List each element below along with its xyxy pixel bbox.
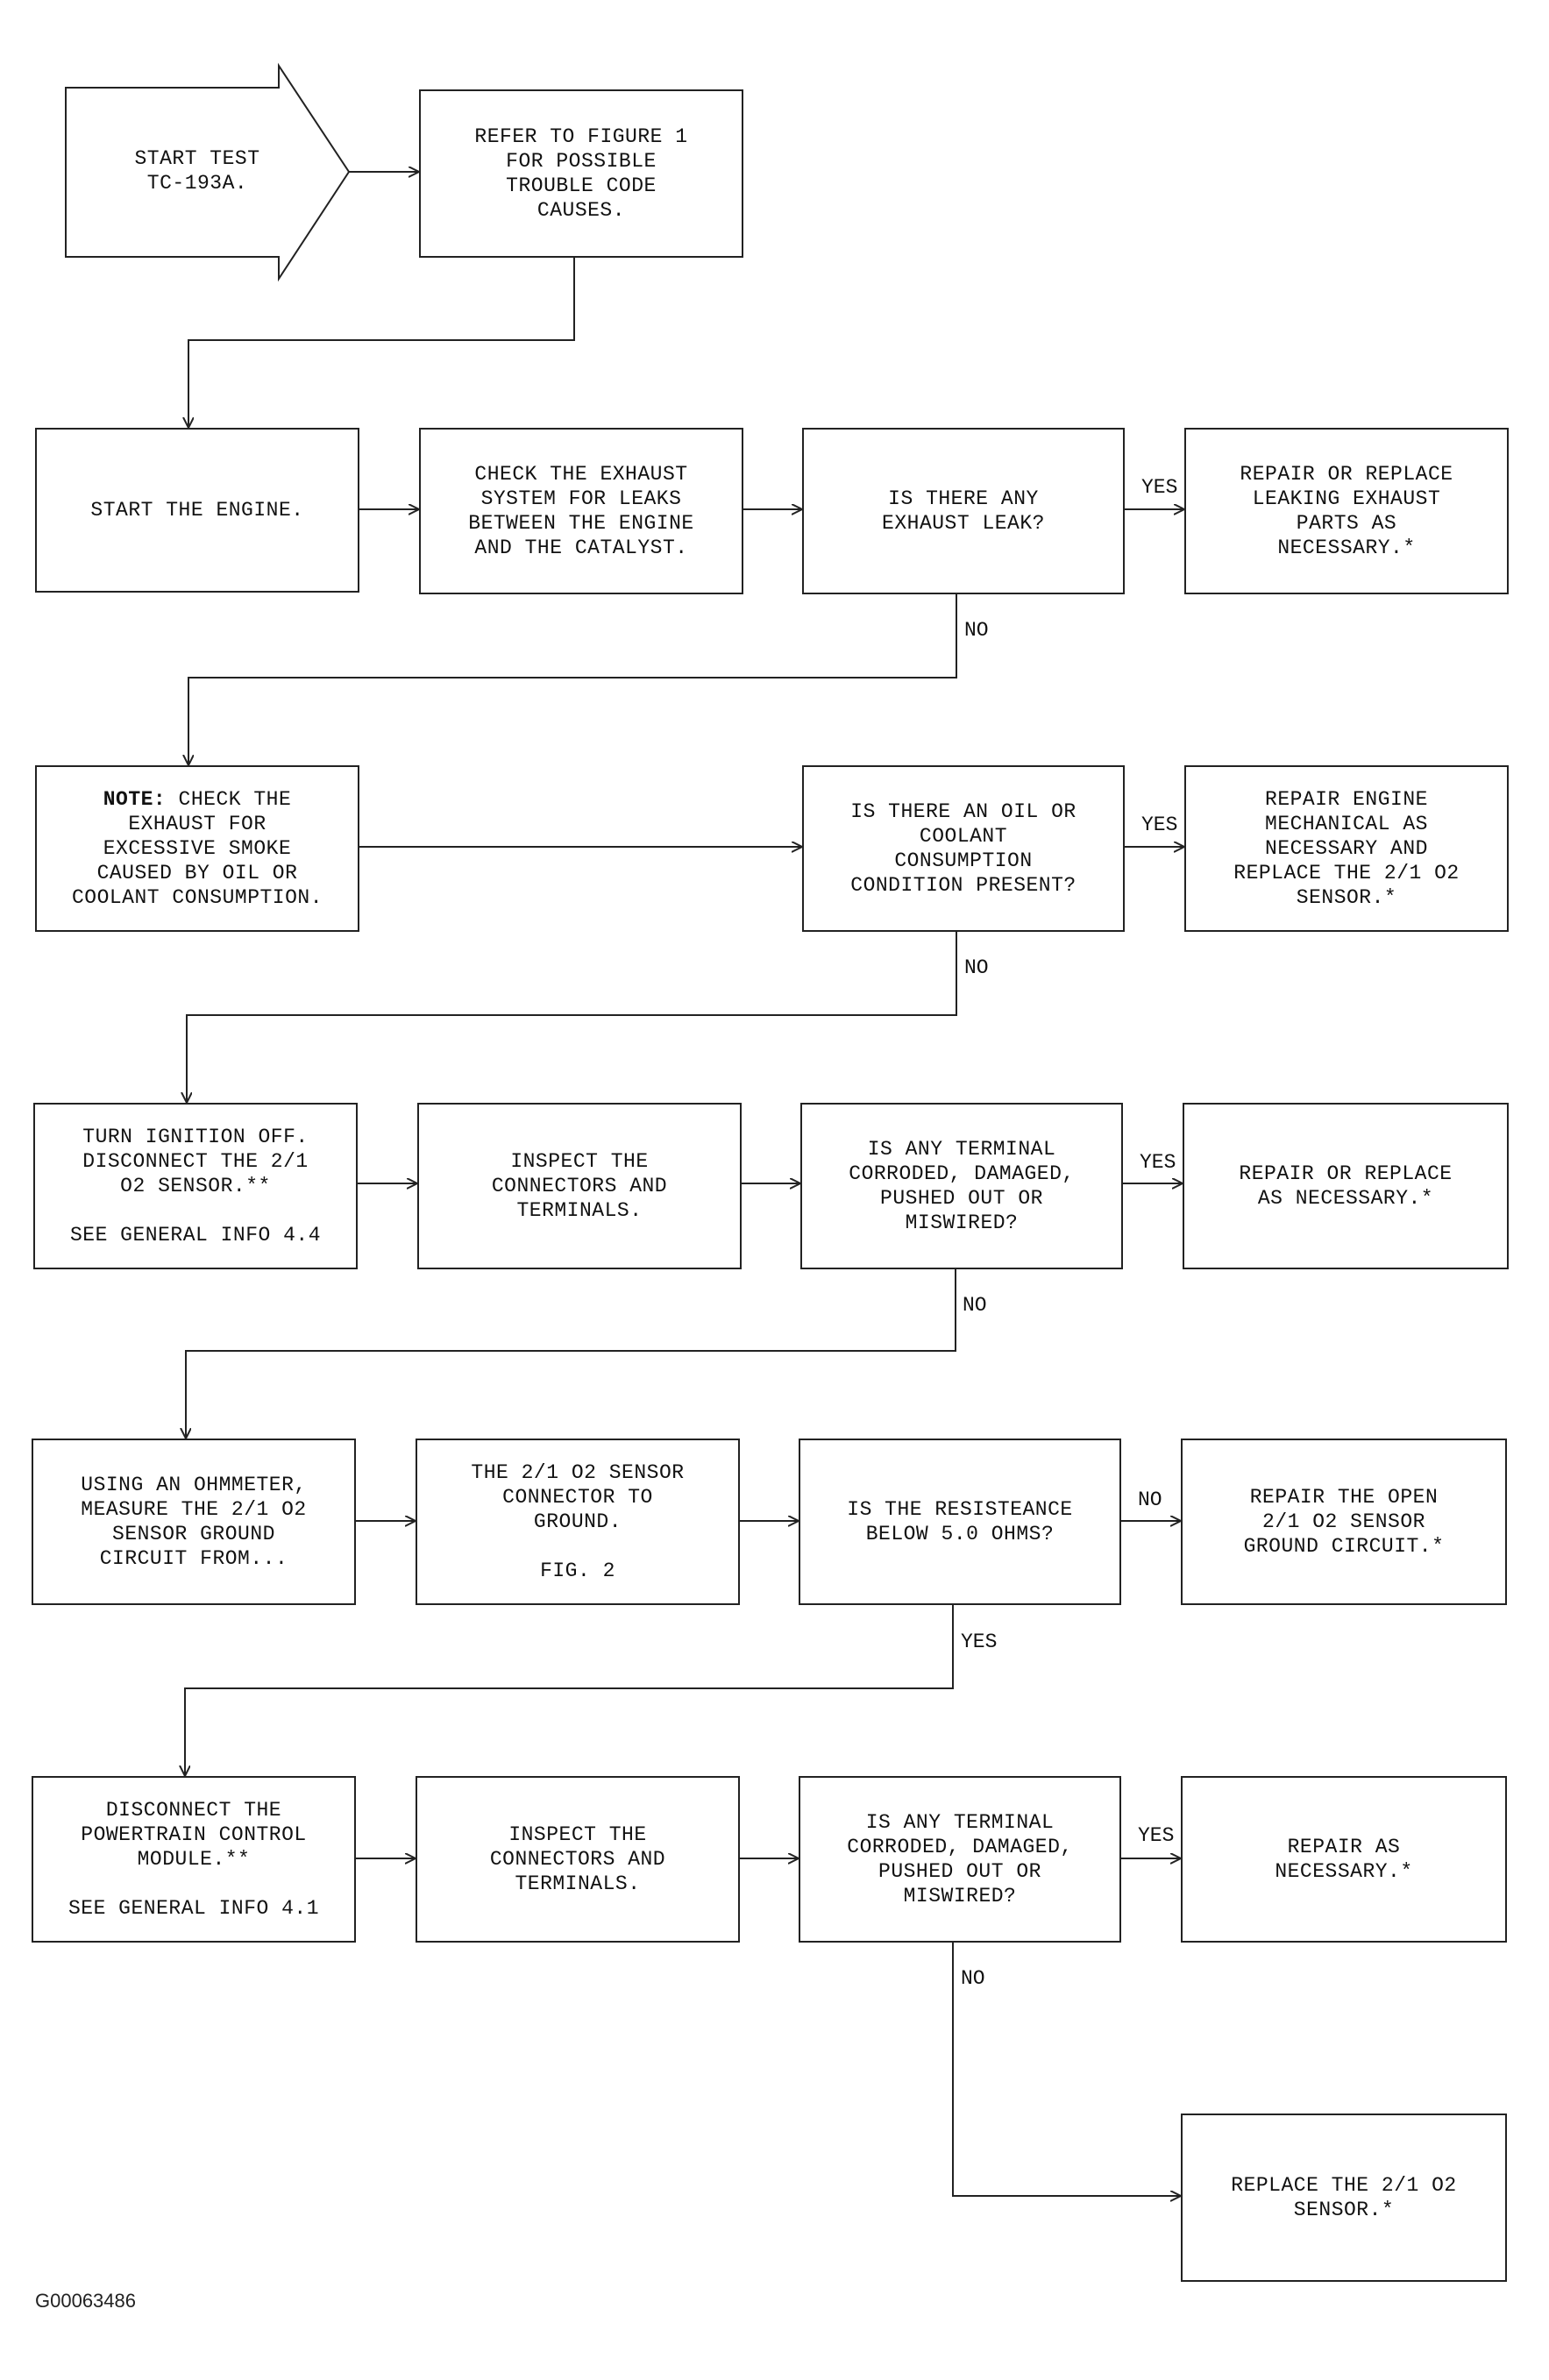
no-label: NO — [964, 619, 989, 642]
disconnect-pcm-box: DISCONNECT THE POWERTRAIN CONTROL MODULE… — [32, 1776, 356, 1943]
replace-sensor-text: REPLACE THE 2/1 O2 SENSOR.* — [1231, 2174, 1457, 2221]
note-text-rest: EXHAUST FOR EXCESSIVE SMOKE CAUSED BY OI… — [71, 813, 323, 909]
note-box: NOTE: CHECK THE EXHAUST FOR EXCESSIVE SM… — [35, 765, 359, 932]
refer-figure-box: REFER TO FIGURE 1 FOR POSSIBLE TROUBLE C… — [419, 89, 743, 258]
start-test-node: START TEST TC-193A. — [101, 105, 294, 237]
repair-engine-text: REPAIR ENGINE MECHANICAL AS NECESSARY AN… — [1233, 788, 1460, 909]
inspect-connectors-box: INSPECT THE CONNECTORS AND TERMINALS. — [416, 1776, 740, 1943]
start-arrow-shape — [65, 62, 351, 282]
ohmmeter-box: USING AN OHMMETER, MEASURE THE 2/1 O2 SE… — [32, 1439, 356, 1605]
yes-label: YES — [1141, 476, 1178, 499]
inspect-connectors-text: INSPECT THE CONNECTORS AND TERMINALS. — [489, 1823, 666, 1895]
note-text-line1: CHECK THE — [166, 788, 292, 811]
ohmmeter-text: USING AN OHMMETER, MEASURE THE 2/1 O2 SE… — [81, 1474, 307, 1570]
repair-replace-box: REPAIR OR REPLACE AS NECESSARY.* — [1183, 1103, 1509, 1269]
repair-as-necessary-text: REPAIR AS NECESSARY.* — [1275, 1836, 1413, 1883]
turn-ignition-text: TURN IGNITION OFF. DISCONNECT THE 2/1 O2… — [69, 1126, 322, 1247]
repair-open-circuit-box: REPAIR THE OPEN 2/1 O2 SENSOR GROUND CIR… — [1181, 1439, 1507, 1605]
repair-exhaust-box: REPAIR OR REPLACE LEAKING EXHAUST PARTS … — [1184, 428, 1509, 594]
repair-replace-text: REPAIR OR REPLACE AS NECESSARY.* — [1239, 1162, 1453, 1210]
repair-open-circuit-text: REPAIR THE OPEN 2/1 O2 SENSOR GROUND CIR… — [1243, 1486, 1445, 1558]
inspect-connectors-box: INSPECT THE CONNECTORS AND TERMINALS. — [417, 1103, 742, 1269]
turn-ignition-box: TURN IGNITION OFF. DISCONNECT THE 2/1 O2… — [33, 1103, 358, 1269]
terminal-question-box: IS ANY TERMINAL CORRODED, DAMAGED, PUSHE… — [799, 1776, 1121, 1943]
no-label: NO — [961, 1967, 985, 1990]
no-label: NO — [964, 956, 989, 979]
repair-as-necessary-box: REPAIR AS NECESSARY.* — [1181, 1776, 1507, 1943]
check-exhaust-text: CHECK THE EXHAUST SYSTEM FOR LEAKS BETWE… — [468, 463, 694, 559]
no-label: NO — [1138, 1488, 1162, 1511]
check-exhaust-box: CHECK THE EXHAUST SYSTEM FOR LEAKS BETWE… — [419, 428, 743, 594]
yes-label: YES — [961, 1630, 998, 1653]
yes-label: YES — [1141, 813, 1178, 836]
sensor-to-ground-box: THE 2/1 O2 SENSOR CONNECTOR TO GROUND. F… — [416, 1439, 740, 1605]
refer-figure-text: REFER TO FIGURE 1 FOR POSSIBLE TROUBLE C… — [474, 125, 688, 222]
exhaust-leak-question-box: IS THERE ANY EXHAUST LEAK? — [802, 428, 1125, 594]
note-label: NOTE: — [103, 788, 167, 811]
no-label: NO — [963, 1294, 987, 1317]
note-text: NOTE: CHECK THE EXHAUST FOR EXCESSIVE SM… — [72, 787, 323, 910]
disconnect-pcm-text: DISCONNECT THE POWERTRAIN CONTROL MODULE… — [68, 1799, 320, 1920]
terminal-question-text: IS ANY TERMINAL CORRODED, DAMAGED, PUSHE… — [849, 1138, 1075, 1234]
start-test-text: START TEST TC-193A. — [134, 147, 260, 195]
start-engine-text: START THE ENGINE. — [90, 499, 304, 522]
figure-id: G00063486 — [35, 2290, 136, 2312]
repair-engine-box: REPAIR ENGINE MECHANICAL AS NECESSARY AN… — [1184, 765, 1509, 932]
yes-label: YES — [1140, 1151, 1176, 1174]
resistance-question-box: IS THE RESISTEANCE BELOW 5.0 OHMS? — [799, 1439, 1121, 1605]
terminal-question-box: IS ANY TERMINAL CORRODED, DAMAGED, PUSHE… — [800, 1103, 1123, 1269]
terminal-question-text: IS ANY TERMINAL CORRODED, DAMAGED, PUSHE… — [847, 1811, 1073, 1908]
yes-label: YES — [1138, 1824, 1175, 1847]
exhaust-leak-question-text: IS THERE ANY EXHAUST LEAK? — [882, 487, 1045, 535]
oil-coolant-question-text: IS THERE AN OIL OR COOLANT CONSUMPTION C… — [850, 800, 1076, 897]
inspect-connectors-text: INSPECT THE CONNECTORS AND TERMINALS. — [491, 1150, 668, 1222]
start-engine-box: START THE ENGINE. — [35, 428, 359, 593]
replace-sensor-box: REPLACE THE 2/1 O2 SENSOR.* — [1181, 2114, 1507, 2282]
oil-coolant-question-box: IS THERE AN OIL OR COOLANT CONSUMPTION C… — [802, 765, 1125, 932]
sensor-to-ground-text: THE 2/1 O2 SENSOR CONNECTOR TO GROUND. F… — [471, 1461, 685, 1582]
repair-exhaust-text: REPAIR OR REPLACE LEAKING EXHAUST PARTS … — [1240, 463, 1453, 559]
resistance-question-text: IS THE RESISTEANCE BELOW 5.0 OHMS? — [847, 1498, 1073, 1545]
